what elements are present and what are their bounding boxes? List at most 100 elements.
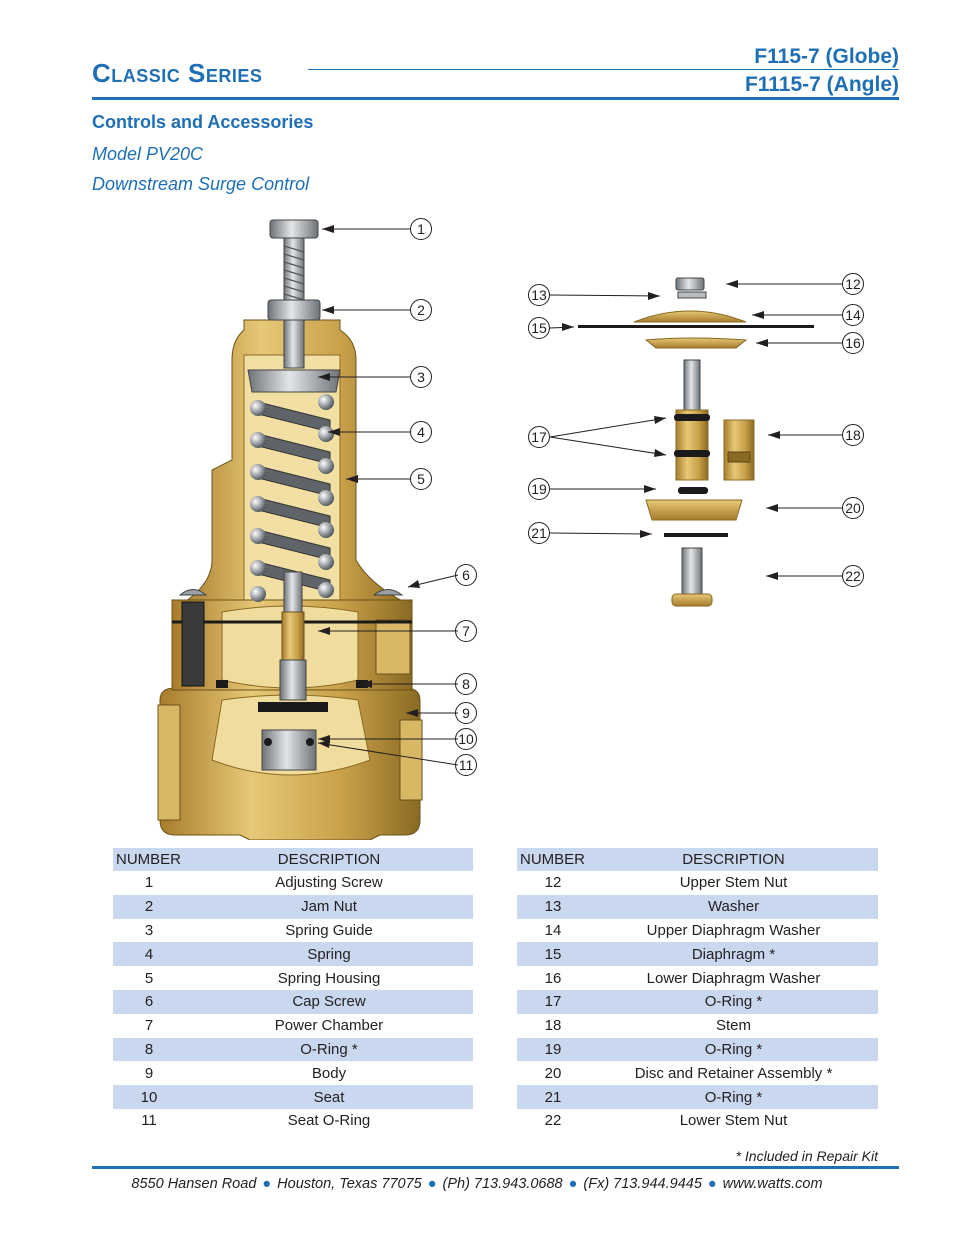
part-number: 12 bbox=[544, 874, 562, 892]
table-row: 9 Body bbox=[113, 1061, 473, 1085]
part-description: O-Ring * bbox=[589, 989, 878, 1014]
part-number: 18 bbox=[544, 1017, 562, 1035]
callout-8: 8 bbox=[462, 676, 470, 692]
part-description: Lower Diaphragm Washer bbox=[646, 969, 821, 987]
part-number: 13 bbox=[517, 894, 589, 919]
part-description: Lower Stem Nut bbox=[679, 1112, 788, 1130]
part-number: 15 bbox=[517, 942, 589, 967]
table-row: 14 Upper Diaphragm Washer bbox=[517, 919, 878, 943]
footer-rule bbox=[92, 1166, 899, 1169]
part-description: Stem bbox=[715, 1017, 751, 1035]
part-description: Spring bbox=[185, 942, 473, 967]
cap-screws bbox=[178, 589, 404, 687]
footer-website[interactable]: www.watts.com bbox=[722, 1176, 823, 1192]
exploded-parts bbox=[578, 277, 814, 607]
part-description: Upper Diaphragm Washer bbox=[646, 921, 821, 939]
bullet-icon: ● bbox=[707, 1176, 717, 1192]
header-rule-thin bbox=[308, 69, 899, 70]
number-header: NUMBER bbox=[517, 848, 589, 871]
part-number: 17 bbox=[517, 989, 589, 1014]
part-number: 20 bbox=[544, 1064, 562, 1082]
part-description: Upper Stem Nut bbox=[679, 874, 788, 892]
part-number: 11 bbox=[141, 1112, 157, 1130]
part-description: O-Ring * bbox=[589, 1037, 878, 1062]
adjusting-screw bbox=[267, 219, 321, 369]
description-header: DESCRIPTION bbox=[589, 848, 878, 871]
model-globe: F115-7 (Globe) bbox=[754, 45, 899, 68]
callout-22: 22 bbox=[845, 568, 861, 584]
table-row: 7 Power Chamber bbox=[113, 1014, 473, 1038]
table-row: 12 Upper Stem Nut bbox=[517, 871, 878, 895]
part-description: Disc and Retainer Assembly * bbox=[634, 1064, 833, 1082]
callout-20: 20 bbox=[845, 500, 861, 516]
callout-6: 6 bbox=[462, 567, 470, 583]
model-description: Downstream Surge Control bbox=[92, 174, 310, 194]
callout-12: 12 bbox=[845, 276, 861, 292]
model-name: Model PV20C bbox=[92, 144, 204, 164]
callout-5: 5 bbox=[417, 471, 425, 487]
callout-3: 3 bbox=[417, 369, 425, 385]
part-number: 6 bbox=[113, 989, 185, 1014]
callouts: 1 2 3 4 5 6 7 8 9 10 11 12 13 14 15 16 1… bbox=[317, 218, 864, 776]
callout-1: 1 bbox=[417, 221, 425, 237]
bullet-icon: ● bbox=[568, 1176, 578, 1192]
valve-diagram: 1 2 3 4 5 6 7 8 9 10 11 12 13 14 15 16 1… bbox=[157, 218, 864, 840]
callout-11: 11 bbox=[459, 757, 474, 773]
part-number: 14 bbox=[544, 921, 562, 939]
spring-guide bbox=[247, 369, 341, 393]
part-number: 9 bbox=[144, 1064, 154, 1082]
callout-17: 17 bbox=[531, 429, 547, 445]
part-description: Spring Guide bbox=[285, 921, 373, 939]
part-number: 2 bbox=[113, 894, 185, 919]
table-row: 11 Seat O-Ring bbox=[113, 1109, 473, 1133]
description-header: DESCRIPTION bbox=[185, 848, 473, 871]
callout-10: 10 bbox=[458, 731, 474, 747]
footer-city: Houston, Texas 77075 bbox=[277, 1176, 422, 1192]
series-title: Classic Series bbox=[92, 58, 263, 88]
seat bbox=[261, 729, 317, 771]
section-title: Controls and Accessories bbox=[92, 112, 314, 132]
callout-18: 18 bbox=[845, 427, 861, 443]
part-description: Power Chamber bbox=[274, 1017, 384, 1035]
part-description: Cap Screw bbox=[185, 989, 473, 1014]
part-number: 22 bbox=[544, 1112, 562, 1130]
part-description: Washer bbox=[589, 894, 878, 919]
table-row: 3 Spring Guide bbox=[113, 919, 473, 943]
part-number: 19 bbox=[517, 1037, 589, 1062]
part-description: Adjusting Screw bbox=[275, 874, 383, 892]
part-number: 7 bbox=[144, 1017, 154, 1035]
stem-assembly bbox=[216, 571, 368, 712]
part-number: 3 bbox=[144, 921, 154, 939]
part-description: Diaphragm * bbox=[589, 942, 878, 967]
part-description: Seat O-Ring bbox=[287, 1112, 371, 1130]
callout-9: 9 bbox=[462, 705, 470, 721]
table-row: 16 Lower Diaphragm Washer bbox=[517, 966, 878, 990]
part-description: Jam Nut bbox=[185, 894, 473, 919]
part-number: 4 bbox=[113, 942, 185, 967]
number-header: NUMBER bbox=[113, 848, 185, 871]
repair-kit-note: * Included in Repair Kit bbox=[735, 1148, 878, 1164]
footer: 8550 Hansen Road●Houston, Texas 77075●(P… bbox=[0, 1176, 954, 1192]
part-description: O-Ring * bbox=[589, 1085, 878, 1109]
part-number: 21 bbox=[517, 1085, 589, 1109]
callout-7: 7 bbox=[462, 623, 470, 639]
part-description: Seat bbox=[185, 1085, 473, 1109]
footer-fax: (Fx) 713.944.9445 bbox=[583, 1176, 702, 1192]
part-number: 16 bbox=[544, 969, 562, 987]
callout-2: 2 bbox=[417, 302, 425, 318]
table-row: 18 Stem bbox=[517, 1014, 878, 1038]
part-description: Body bbox=[311, 1064, 347, 1082]
model-angle: F1115-7 (Angle) bbox=[744, 73, 899, 96]
callout-16: 16 bbox=[845, 335, 861, 351]
table-row: 22 Lower Stem Nut bbox=[517, 1109, 878, 1133]
